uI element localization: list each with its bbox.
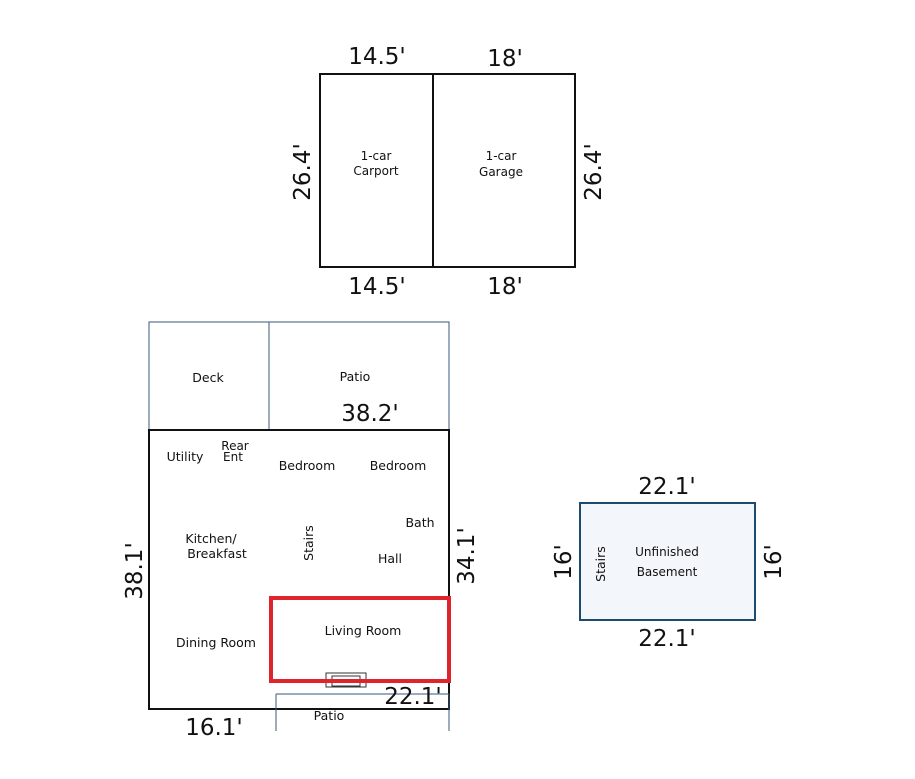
- bath-label: Bath: [405, 515, 434, 530]
- garage-left-dimension: 26.4': [290, 143, 316, 201]
- living-room-label: Living Room: [325, 623, 402, 638]
- house-outline: [148, 429, 450, 710]
- dining-room-label: Dining Room: [176, 635, 256, 650]
- basement-label-line1: Unfinished: [635, 545, 699, 559]
- garage-bottom-dimension: 18': [487, 274, 523, 300]
- carport-bottom-dimension: 14.5': [348, 274, 406, 300]
- basement-label-line2: Basement: [637, 565, 698, 579]
- main-bottom-right-dimension: 22.1': [384, 684, 442, 710]
- rear-entry-label-line2: Ent: [223, 450, 243, 464]
- basement-top-dimension: 22.1': [638, 474, 696, 500]
- basement-stairs-label: Stairs: [593, 546, 608, 582]
- basement-bottom-dimension: 22.1': [638, 626, 696, 652]
- bedroom-2-label: Bedroom: [370, 458, 427, 473]
- deck-area: [148, 321, 270, 431]
- kitchen-label-line2: Breakfast: [187, 546, 247, 561]
- patio-top-area: [268, 321, 450, 431]
- stairs-label: Stairs: [301, 525, 316, 561]
- rear-entry-label-line1: Rear: [221, 439, 249, 453]
- deck-label: Deck: [192, 370, 224, 385]
- patio-top-label: Patio: [340, 369, 371, 384]
- basement-outline: [579, 502, 756, 621]
- living-room-highlight: [269, 596, 451, 683]
- patio-bottom-label: Patio: [314, 708, 345, 723]
- utility-label: Utility: [167, 449, 204, 464]
- main-right-dimension: 34.1': [454, 527, 480, 585]
- carport-label-line2: Carport: [353, 164, 399, 178]
- carport-label-line1: 1-car: [361, 149, 392, 163]
- basement-left-dimension: 16': [551, 544, 577, 580]
- basement: 22.1' 22.1' 16' 16' Stairs Unfinished Ba…: [551, 474, 787, 652]
- basement-right-dimension: 16': [761, 544, 787, 580]
- garage-block: 14.5' 18' 14.5' 18' 26.4' 26.4' 1-car Ca…: [290, 44, 607, 300]
- carport-outline: [319, 73, 434, 268]
- carport-top-dimension: 14.5': [348, 44, 406, 70]
- hall-label: Hall: [378, 551, 402, 566]
- main-floor: Deck Patio 38.2' Utility Rear Ent Bedroo…: [122, 321, 480, 741]
- garage-outline: [432, 73, 576, 268]
- garage-right-dimension: 26.4': [581, 143, 607, 201]
- garage-top-dimension: 18': [487, 46, 523, 72]
- garage-label-line2: Garage: [479, 165, 523, 179]
- main-bottom-left-dimension: 16.1': [185, 715, 243, 741]
- kitchen-label-line1: Kitchen/: [185, 531, 237, 546]
- bedroom-1-label: Bedroom: [279, 458, 336, 473]
- garage-label-line1: 1-car: [486, 149, 517, 163]
- main-top-dimension: 38.2': [341, 401, 399, 427]
- main-left-dimension: 38.1': [122, 542, 148, 600]
